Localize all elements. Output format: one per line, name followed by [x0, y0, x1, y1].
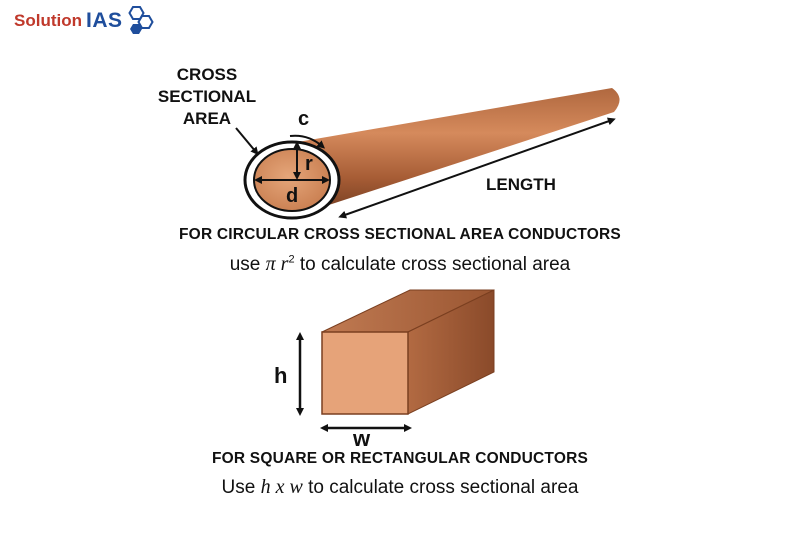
hexagon-logo-icon [127, 6, 154, 34]
logo-text-solution: Solution [14, 11, 82, 30]
circular-formula-math: π r [265, 253, 289, 275]
circular-conductor: r d c CROSS SECTIONAL AREA LENGTH [158, 65, 620, 220]
logo-text-ias: IAS [85, 9, 123, 32]
rod-body [292, 88, 620, 217]
circular-caption: FOR CIRCULAR CROSS SECTIONAL AREA CONDUC… [179, 226, 621, 243]
circumference-arrow [289, 134, 326, 149]
solution-ias-logo: Solution IAS [14, 4, 155, 38]
cross-sectional-pointer [235, 127, 259, 156]
height-label: h [274, 363, 287, 388]
width-label: w [352, 426, 371, 451]
rectangular-formula-suffix: to calculate cross sectional area [308, 477, 579, 498]
length-arrow [338, 117, 616, 219]
circular-formula-sup: 2 [288, 253, 295, 266]
circular-formula: use π r2 to calculate cross sectional ar… [0, 253, 800, 276]
circumference-label: c [298, 108, 309, 130]
diameter-label: d [286, 185, 298, 207]
circular-formula-suffix: to calculate cross sectional area [299, 254, 571, 275]
rectangular-formula-prefix: Use [221, 477, 256, 498]
rectangular-conductor: h w [274, 289, 495, 451]
circular-formula-prefix: use [229, 254, 261, 275]
radius-label: r [305, 153, 313, 175]
rectangular-formula: Use h x w to calculate cross sectional a… [0, 476, 800, 499]
rectangular-caption: FOR SQUARE OR RECTANGULAR CONDUCTORS [211, 450, 589, 467]
length-label: LENGTH [486, 175, 556, 194]
cross-sectional-label-line1: CROSS [177, 65, 237, 84]
cross-sectional-label-line3: AREA [183, 109, 231, 128]
bar-cross-section [321, 331, 409, 415]
rectangular-formula-math: h x w [260, 476, 303, 498]
cross-sectional-label-line2: SECTIONAL [158, 87, 256, 106]
